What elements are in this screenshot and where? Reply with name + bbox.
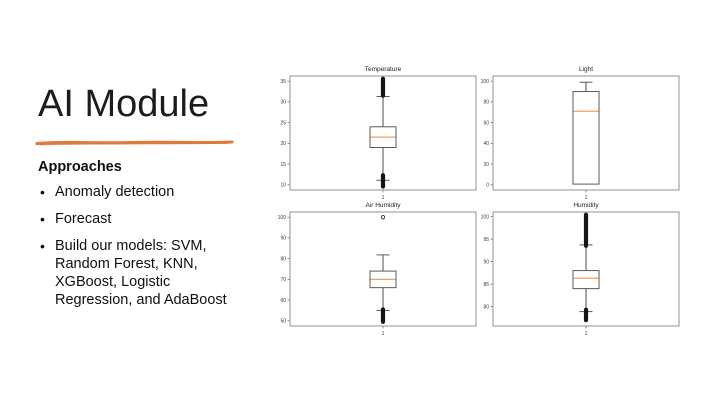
chart-title: Light (579, 66, 593, 73)
y-tick-label: 25 (280, 120, 286, 126)
y-tick-label: 80 (483, 100, 489, 106)
y-tick-label: 10 (280, 183, 286, 189)
outlier-point (380, 215, 386, 220)
x-tick-label: 1 (382, 195, 385, 201)
iqr-box (572, 91, 600, 185)
y-tick-label: 80 (483, 304, 489, 310)
y-tick-label: 95 (483, 237, 489, 243)
y-tick-label: 90 (483, 259, 489, 265)
y-tick-label: 15 (280, 162, 286, 168)
y-tick-label: 100 (278, 215, 287, 221)
text-column: AI Module Approaches Anomaly detection F… (35, 83, 270, 319)
y-tick-label: 100 (481, 79, 490, 85)
x-tick-label: 1 (585, 331, 588, 337)
y-tick-label: 20 (483, 162, 489, 168)
bullet-build-models: Build our models: SVM, Random Forest, KN… (38, 238, 240, 310)
slide-title: AI Module (38, 83, 210, 125)
boxplot-air-humidity: 50 60 70 80 90 100 1 Air Humidity (278, 202, 477, 337)
y-tick-label: 35 (280, 79, 286, 85)
y-tick-label: 60 (280, 298, 286, 304)
y-tick-label: 20 (280, 141, 286, 147)
y-tick-label: 90 (280, 236, 286, 242)
bullet-list: Anomaly detection Forecast Build our mod… (38, 184, 240, 310)
y-tick-label: 85 (483, 282, 489, 288)
y-tick-label: 100 (481, 214, 490, 220)
iqr-box (572, 270, 600, 290)
chart-title: Temperature (365, 66, 402, 73)
chart-title: Humidity (573, 202, 599, 209)
y-tick-label: 80 (280, 256, 286, 262)
approaches-heading: Approaches (38, 158, 122, 175)
x-tick-label: 1 (382, 331, 385, 337)
y-tick-label: 0 (486, 183, 489, 189)
y-tick-label: 50 (280, 319, 286, 325)
y-tick-label: 60 (483, 120, 489, 126)
chart-title: Air Humidity (365, 202, 401, 209)
y-tick-label: 40 (483, 141, 489, 147)
boxplot-light: 0 20 40 60 80 100 1 Light (481, 66, 680, 201)
boxplot-temperature: 10 15 20 25 30 35 1 Temperature (280, 66, 477, 201)
x-tick-label: 1 (585, 195, 588, 201)
boxplot-humidity: 80 85 90 95 100 1 Humidity (481, 202, 680, 337)
bullet-forecast: Forecast (38, 211, 240, 229)
y-tick-label: 70 (280, 277, 286, 283)
title-underline-brush-stroke (35, 140, 234, 146)
bullet-anomaly-detection: Anomaly detection (38, 184, 240, 202)
y-tick-label: 30 (280, 100, 286, 106)
